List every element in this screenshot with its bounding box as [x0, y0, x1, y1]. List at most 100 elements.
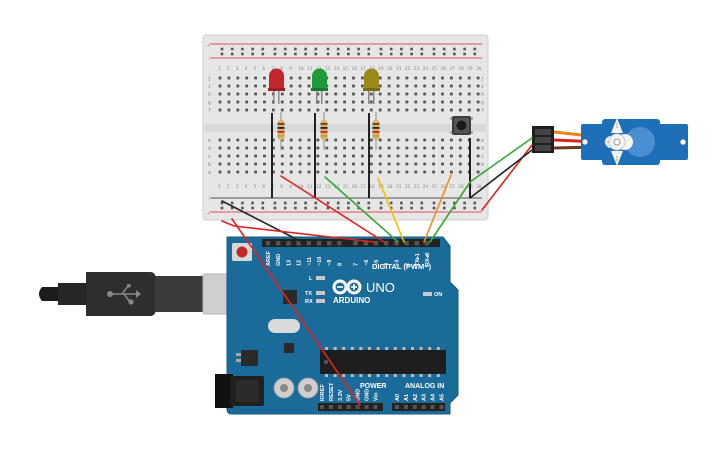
rail-hole[interactable]: [463, 47, 466, 51]
breadboard-hole[interactable]: [441, 146, 444, 150]
breadboard-hole[interactable]: [352, 84, 355, 88]
rail-hole[interactable]: [347, 52, 350, 56]
breadboard-hole[interactable]: [280, 100, 284, 104]
breadboard-hole[interactable]: [254, 146, 257, 150]
breadboard-hole[interactable]: [289, 154, 293, 158]
breadboard-hole[interactable]: [307, 138, 311, 142]
breadboard-hole[interactable]: [423, 138, 427, 142]
rail-hole[interactable]: [389, 52, 393, 56]
rail-hole[interactable]: [304, 206, 307, 210]
breadboard-hole[interactable]: [227, 138, 231, 142]
analog-pin[interactable]: [439, 405, 444, 409]
breadboard-hole[interactable]: [334, 146, 338, 150]
rail-hole[interactable]: [273, 201, 277, 205]
breadboard-hole[interactable]: [325, 146, 329, 150]
breadboard-hole[interactable]: [316, 92, 320, 96]
breadboard-hole[interactable]: [298, 84, 302, 88]
breadboard-hole[interactable]: [378, 92, 382, 96]
breadboard-hole[interactable]: [334, 100, 338, 104]
digital-pin[interactable]: [363, 241, 368, 246]
digital-pin[interactable]: [424, 241, 430, 246]
rail-hole[interactable]: [347, 47, 350, 51]
breadboard-hole[interactable]: [280, 154, 284, 158]
breadboard-hole[interactable]: [369, 162, 373, 166]
breadboard-hole[interactable]: [396, 84, 400, 88]
breadboard-hole[interactable]: [405, 100, 409, 104]
breadboard-hole[interactable]: [450, 162, 453, 166]
breadboard-hole[interactable]: [325, 108, 329, 112]
breadboard-hole[interactable]: [414, 108, 418, 112]
breadboard-hole[interactable]: [289, 146, 293, 150]
breadboard-hole[interactable]: [254, 84, 257, 88]
breadboard-hole[interactable]: [218, 146, 222, 150]
breadboard-hole[interactable]: [378, 108, 382, 112]
breadboard-hole[interactable]: [263, 84, 266, 88]
rail-hole[interactable]: [314, 52, 318, 56]
rail-hole[interactable]: [442, 52, 446, 56]
breadboard-hole[interactable]: [254, 170, 257, 174]
breadboard-hole[interactable]: [343, 170, 346, 174]
rail-hole[interactable]: [357, 47, 360, 51]
analog-pin[interactable]: [430, 405, 435, 409]
rail-hole[interactable]: [379, 47, 383, 51]
breadboard-hole[interactable]: [378, 162, 382, 166]
breadboard-hole[interactable]: [432, 162, 435, 166]
breadboard-hole[interactable]: [369, 100, 373, 104]
rail-hole[interactable]: [410, 206, 413, 210]
breadboard-hole[interactable]: [441, 76, 444, 80]
breadboard-hole[interactable]: [396, 138, 400, 142]
breadboard-hole[interactable]: [423, 146, 427, 150]
rail-hole[interactable]: [432, 52, 436, 56]
breadboard-hole[interactable]: [236, 170, 240, 174]
breadboard-hole[interactable]: [378, 84, 382, 88]
breadboard-hole[interactable]: [378, 170, 382, 174]
breadboard-hole[interactable]: [325, 154, 329, 158]
breadboard-hole[interactable]: [387, 76, 391, 80]
breadboard-hole[interactable]: [458, 100, 462, 104]
rail-hole[interactable]: [314, 206, 318, 210]
rail-hole[interactable]: [420, 47, 424, 51]
rail-hole[interactable]: [432, 206, 436, 210]
breadboard-hole[interactable]: [414, 76, 418, 80]
breadboard-hole[interactable]: [387, 108, 391, 112]
rail-hole[interactable]: [473, 201, 477, 205]
rail-hole[interactable]: [261, 52, 265, 56]
breadboard-hole[interactable]: [378, 146, 382, 150]
breadboard-hole[interactable]: [218, 92, 222, 96]
rail-hole[interactable]: [326, 52, 330, 56]
breadboard-hole[interactable]: [263, 138, 266, 142]
resistor-3[interactable]: [372, 112, 380, 150]
breadboard-hole[interactable]: [458, 92, 462, 96]
led-yellow[interactable]: [363, 68, 380, 104]
breadboard-hole[interactable]: [227, 108, 231, 112]
breadboard-hole[interactable]: [450, 154, 453, 158]
rail-hole[interactable]: [473, 206, 477, 210]
breadboard-hole[interactable]: [405, 170, 409, 174]
breadboard-hole[interactable]: [254, 108, 257, 112]
breadboard-hole[interactable]: [476, 92, 480, 96]
breadboard-hole[interactable]: [307, 154, 311, 158]
rail-hole[interactable]: [389, 47, 393, 51]
rail-hole[interactable]: [283, 201, 287, 205]
breadboard-hole[interactable]: [236, 154, 240, 158]
breadboard-hole[interactable]: [343, 154, 346, 158]
breadboard-hole[interactable]: [245, 162, 249, 166]
digital-pin[interactable]: [316, 241, 322, 246]
rail-hole[interactable]: [294, 47, 297, 51]
breadboard-hole[interactable]: [476, 108, 480, 112]
rail-hole[interactable]: [463, 52, 466, 56]
breadboard-hole[interactable]: [361, 76, 364, 80]
breadboard-hole[interactable]: [272, 138, 275, 142]
breadboard-hole[interactable]: [307, 108, 311, 112]
rail-hole[interactable]: [453, 47, 456, 51]
breadboard-hole[interactable]: [432, 92, 435, 96]
digital-pin[interactable]: [337, 241, 342, 246]
rail-hole[interactable]: [357, 52, 360, 56]
breadboard-hole[interactable]: [307, 162, 311, 166]
rail-hole[interactable]: [336, 52, 340, 56]
breadboard-hole[interactable]: [396, 146, 400, 150]
digital-pin[interactable]: [286, 241, 291, 246]
breadboard-hole[interactable]: [245, 76, 249, 80]
rail-hole[interactable]: [261, 47, 265, 51]
rail-hole[interactable]: [367, 52, 371, 56]
